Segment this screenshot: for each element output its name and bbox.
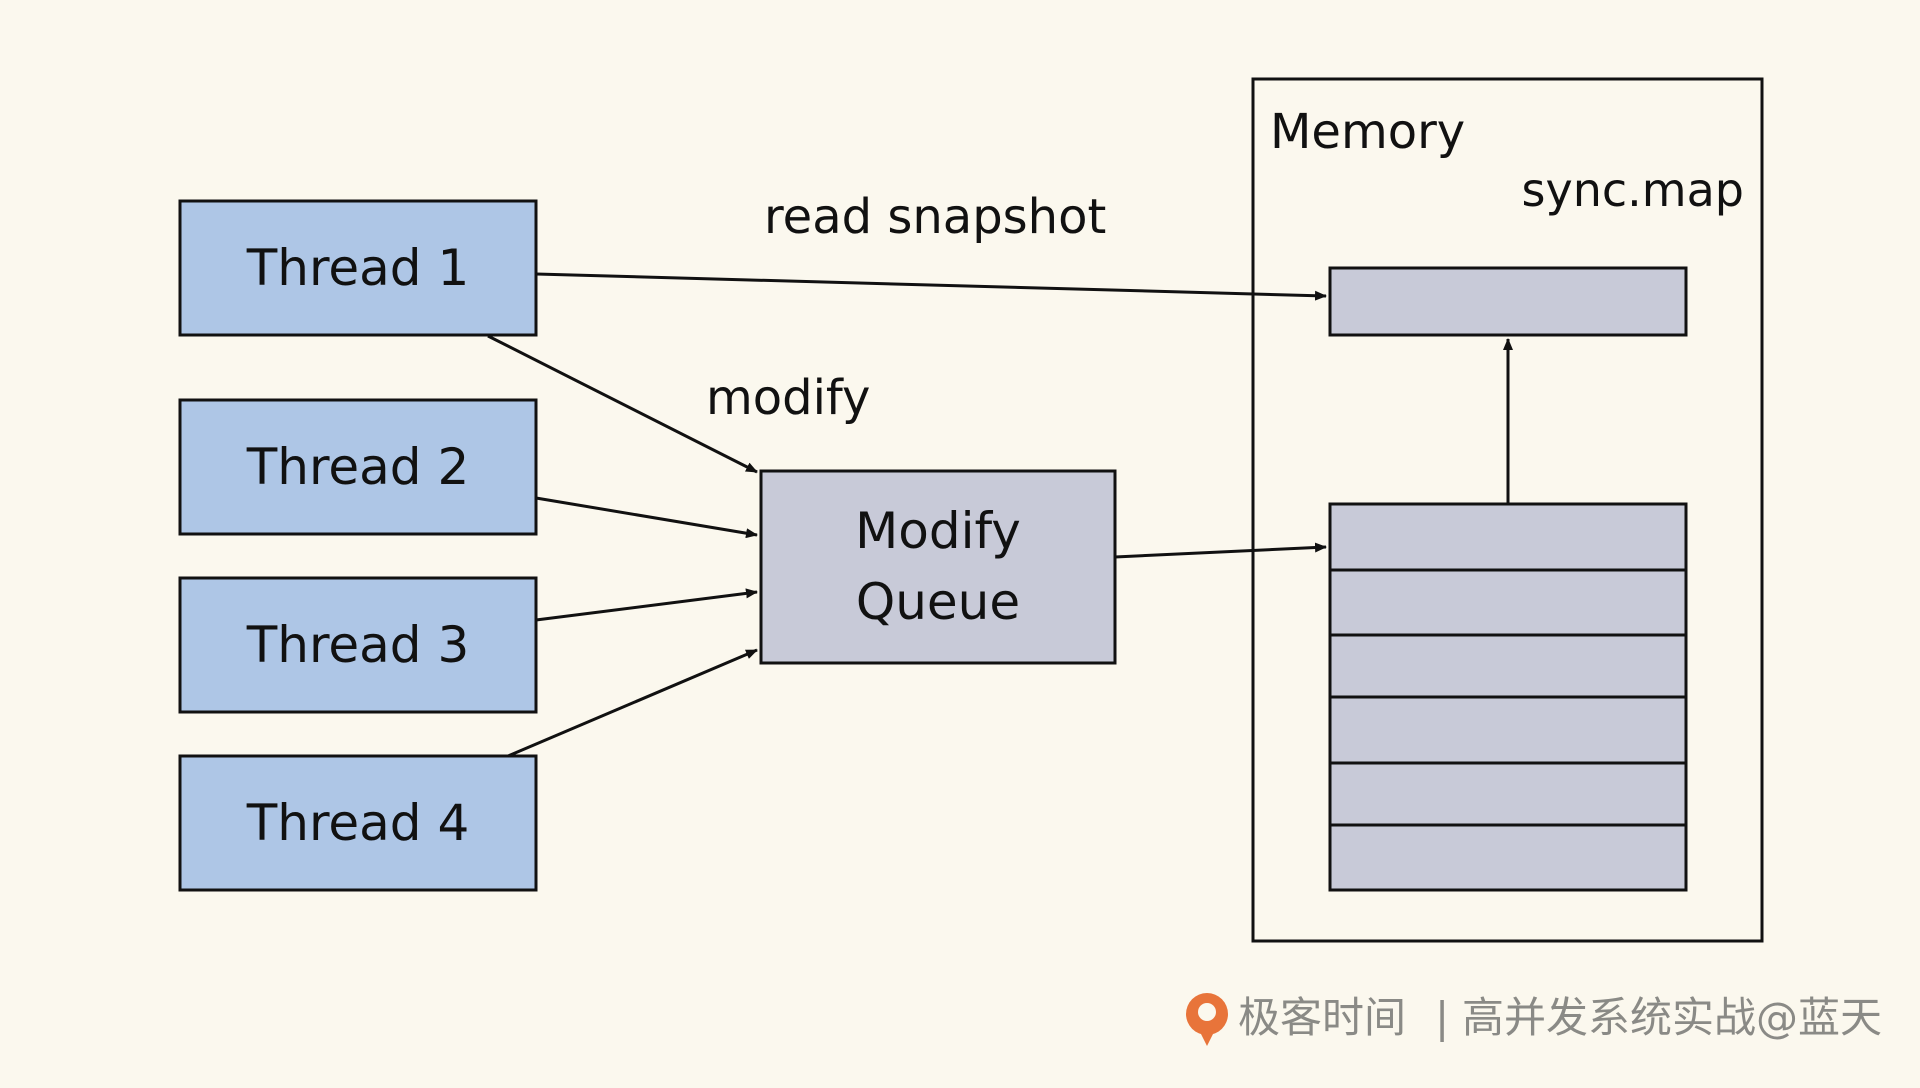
- arrow-thread3-to-queue: [535, 588, 758, 622]
- memory-container: [1251, 77, 1764, 943]
- arrow-thread2-to-queue: [535, 496, 758, 539]
- watermark-separator: |: [1435, 993, 1449, 1042]
- memory-title: Memory: [1270, 104, 1465, 160]
- modify-queue-box: [759, 469, 1117, 665]
- thread-3-label: Thread 3: [246, 616, 470, 674]
- read-snapshot-label: read snapshot: [764, 189, 1106, 245]
- modify-queue-line1: Modify: [855, 502, 1021, 560]
- arrow-queue-to-storage: [1114, 542, 1327, 559]
- arrow-thread1-to-queue: [487, 334, 758, 474]
- storage-row: [1328, 823, 1688, 892]
- watermark-brand: 极客时间: [1238, 993, 1406, 1042]
- geektime-logo-icon: [1186, 993, 1228, 1046]
- thread-3: Thread 3: [178, 576, 538, 714]
- storage-row: [1328, 695, 1688, 765]
- watermark-course: 高并发系统实战@蓝天: [1462, 993, 1882, 1042]
- modify-queue: Modify Queue: [759, 469, 1117, 665]
- watermark: 极客时间 | 高并发系统实战@蓝天: [1186, 993, 1882, 1046]
- storage-row: [1328, 633, 1688, 699]
- arrow-thread4-to-queue: [507, 648, 758, 758]
- thread-2: Thread 2: [178, 398, 538, 536]
- thread-1: Thread 1: [178, 199, 538, 337]
- arrow-thread1-to-snapshot: [535, 272, 1327, 301]
- thread-2-box: [178, 398, 538, 536]
- storage-row: [1328, 568, 1688, 637]
- read-snapshot-box: [1328, 266, 1688, 337]
- thread-4: Thread 4: [178, 754, 538, 892]
- sync-map-label: sync.map: [1522, 163, 1744, 217]
- modify-label: modify: [706, 370, 870, 426]
- thread-1-box: [178, 199, 538, 337]
- storage-stack: [1328, 502, 1688, 892]
- modify-queue-line2: Queue: [856, 573, 1020, 631]
- thread-3-box: [178, 576, 538, 714]
- thread-4-label: Thread 4: [246, 794, 470, 852]
- storage-row: [1328, 502, 1688, 572]
- thread-1-label: Thread 1: [246, 239, 470, 297]
- thread-2-label: Thread 2: [246, 438, 470, 496]
- storage-row: [1328, 761, 1688, 827]
- thread-4-box: [178, 754, 538, 892]
